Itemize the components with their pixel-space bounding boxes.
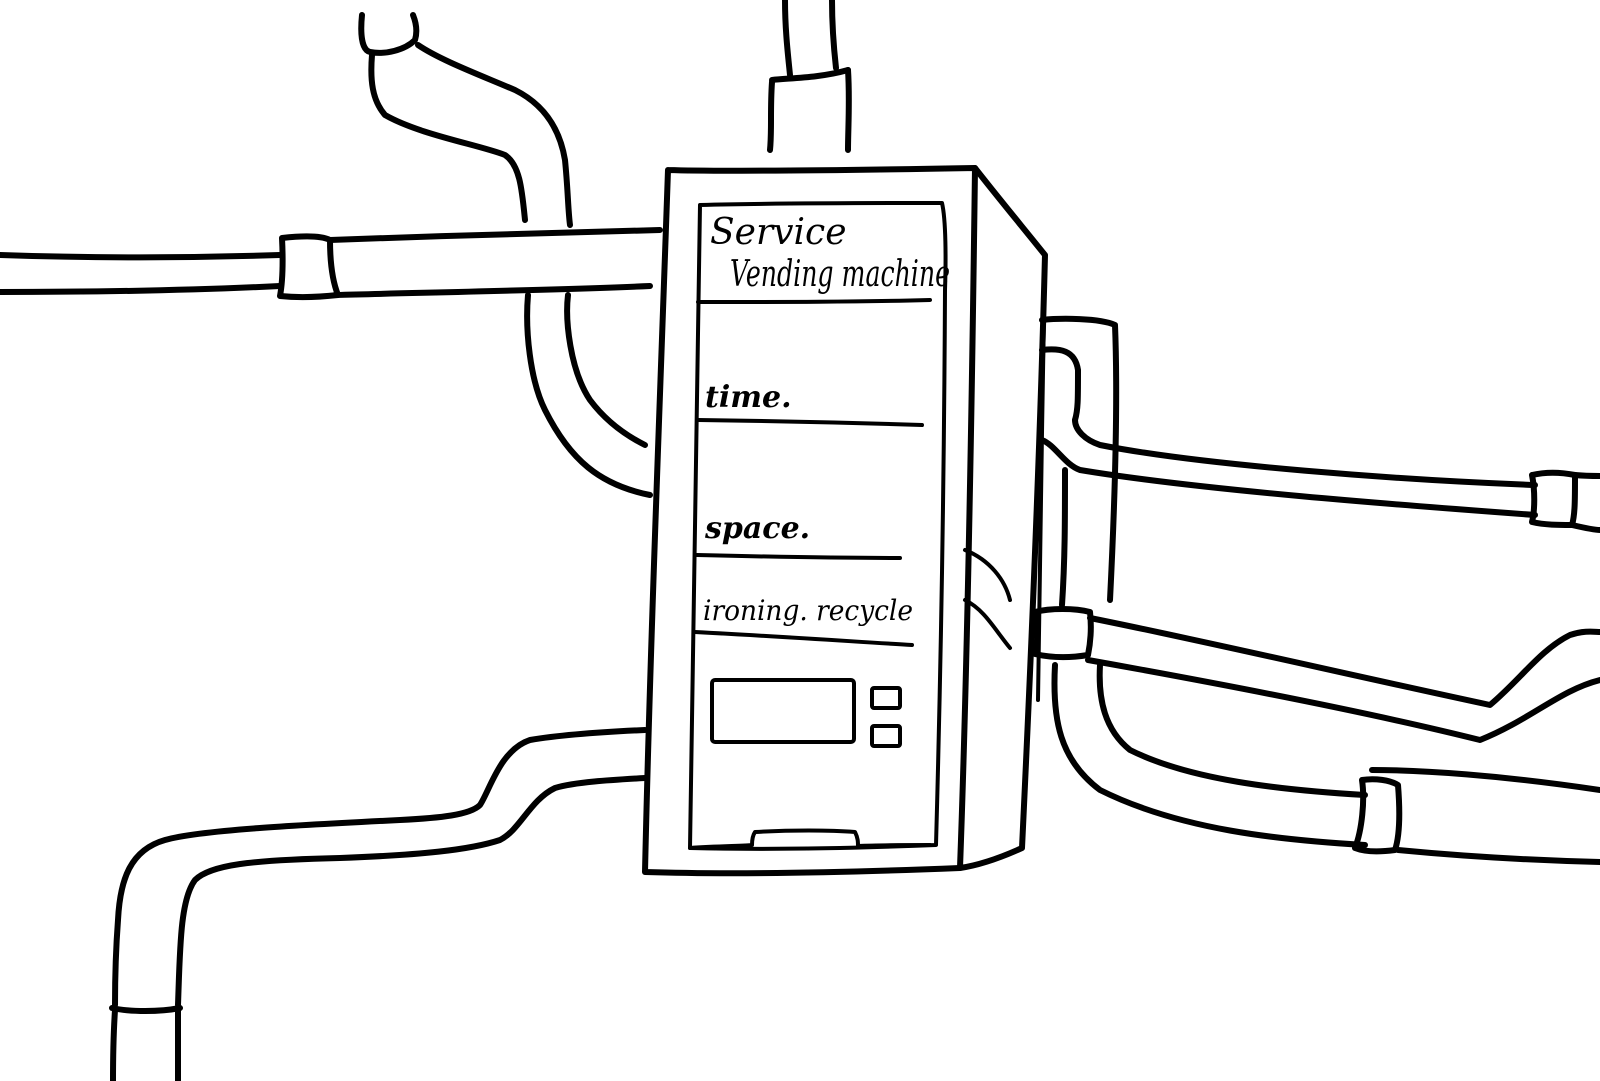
dispense-slot	[688, 828, 932, 850]
section-label-space: space.	[704, 511, 810, 546]
button-top[interactable]	[870, 686, 902, 710]
machine-inner-panel	[688, 201, 948, 851]
machine-title-line2: Vending machine	[730, 254, 950, 295]
pipes-right	[963, 315, 1600, 865]
machine-text: Service Vending machine time. space. iro…	[703, 212, 950, 627]
divider-1	[696, 298, 932, 304]
divider-4	[693, 630, 914, 647]
pipe-left-horizontal	[0, 227, 663, 301]
divider-2	[696, 418, 924, 427]
section-label-time: time.	[705, 380, 792, 415]
pipe-top-center	[767, 0, 852, 153]
button-bottom[interactable]	[870, 724, 902, 748]
vending-machine	[642, 165, 1048, 877]
pipe-top-left	[358, 12, 653, 498]
machine-side	[957, 165, 1048, 871]
machine-title-line1: Service	[710, 212, 847, 253]
section-label-ironing-recycle: ironing. recycle	[703, 594, 913, 627]
divider-3	[695, 553, 902, 560]
display-window	[710, 678, 856, 744]
pipe-bottom-left	[109, 727, 648, 1081]
